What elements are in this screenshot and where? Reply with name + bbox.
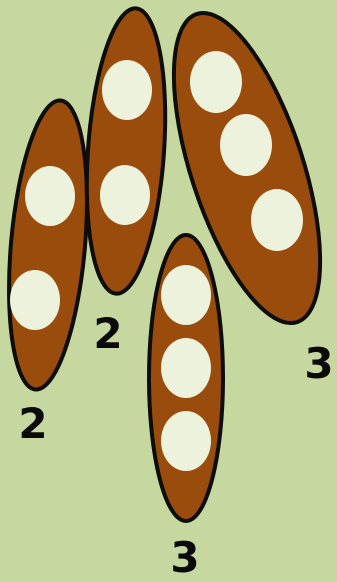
pod-right-label: 3 bbox=[304, 339, 333, 388]
pod-middle-top-body bbox=[78, 6, 174, 297]
seed-icon bbox=[251, 189, 303, 251]
seed-icon bbox=[190, 51, 242, 113]
pod-left-label: 2 bbox=[18, 399, 47, 448]
seed-icon bbox=[161, 338, 211, 398]
pod-left-body bbox=[0, 97, 97, 392]
seed-icon bbox=[161, 265, 211, 325]
pod-left bbox=[0, 97, 97, 392]
pod-bottom bbox=[149, 235, 223, 521]
seed-icon bbox=[161, 411, 211, 471]
seed-icon bbox=[10, 270, 60, 330]
pod-middle-top bbox=[78, 6, 174, 297]
seed-icon bbox=[25, 166, 75, 226]
pod-middle-top-label: 2 bbox=[93, 309, 122, 358]
pod-bottom-label: 3 bbox=[170, 533, 199, 582]
seed-icon bbox=[220, 114, 272, 176]
seed-icon bbox=[102, 60, 152, 120]
seed-icon bbox=[100, 165, 150, 225]
